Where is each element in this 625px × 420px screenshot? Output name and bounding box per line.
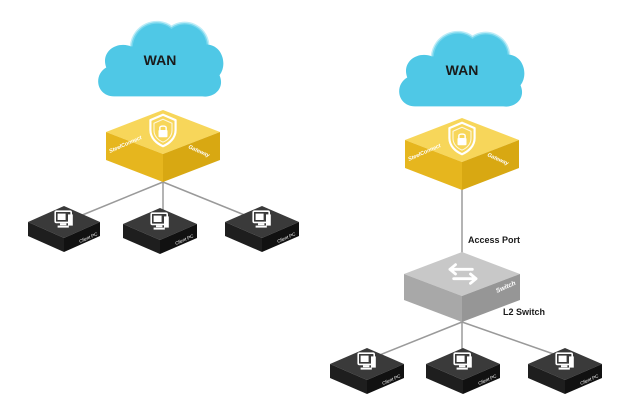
link-gateway-pc-1 (74, 181, 164, 219)
link-switch-pc-3 (461, 321, 566, 359)
client-pc: Client PC (28, 206, 100, 252)
client-pc: Client PC (330, 348, 404, 394)
access-port-caption: Access Port (468, 235, 520, 245)
wan-label: WAN (144, 52, 177, 68)
link-switch-pc-1 (371, 321, 463, 359)
right-topology: WAN SteelConnect Gateway Access Port Swi… (330, 30, 602, 394)
wan-cloud: WAN (96, 20, 225, 99)
client-pc: Client PC (225, 206, 299, 252)
client-pc: Client PC (123, 208, 197, 254)
l2-switch-caption: L2 Switch (503, 307, 545, 317)
wan-cloud: WAN (397, 30, 526, 109)
client-pc: Client PC (426, 348, 500, 394)
link-gateway-pc-3 (162, 181, 253, 219)
l2-switch: Switch (404, 252, 520, 322)
wan-label: WAN (446, 62, 479, 78)
left-topology: WAN SteelConnect Gateway Client PC (28, 20, 299, 254)
steelconnect-gateway: SteelConnect Gateway (106, 110, 220, 182)
client-pc: Client PC (528, 348, 602, 394)
steelconnect-gateway: SteelConnect Gateway (405, 118, 519, 190)
